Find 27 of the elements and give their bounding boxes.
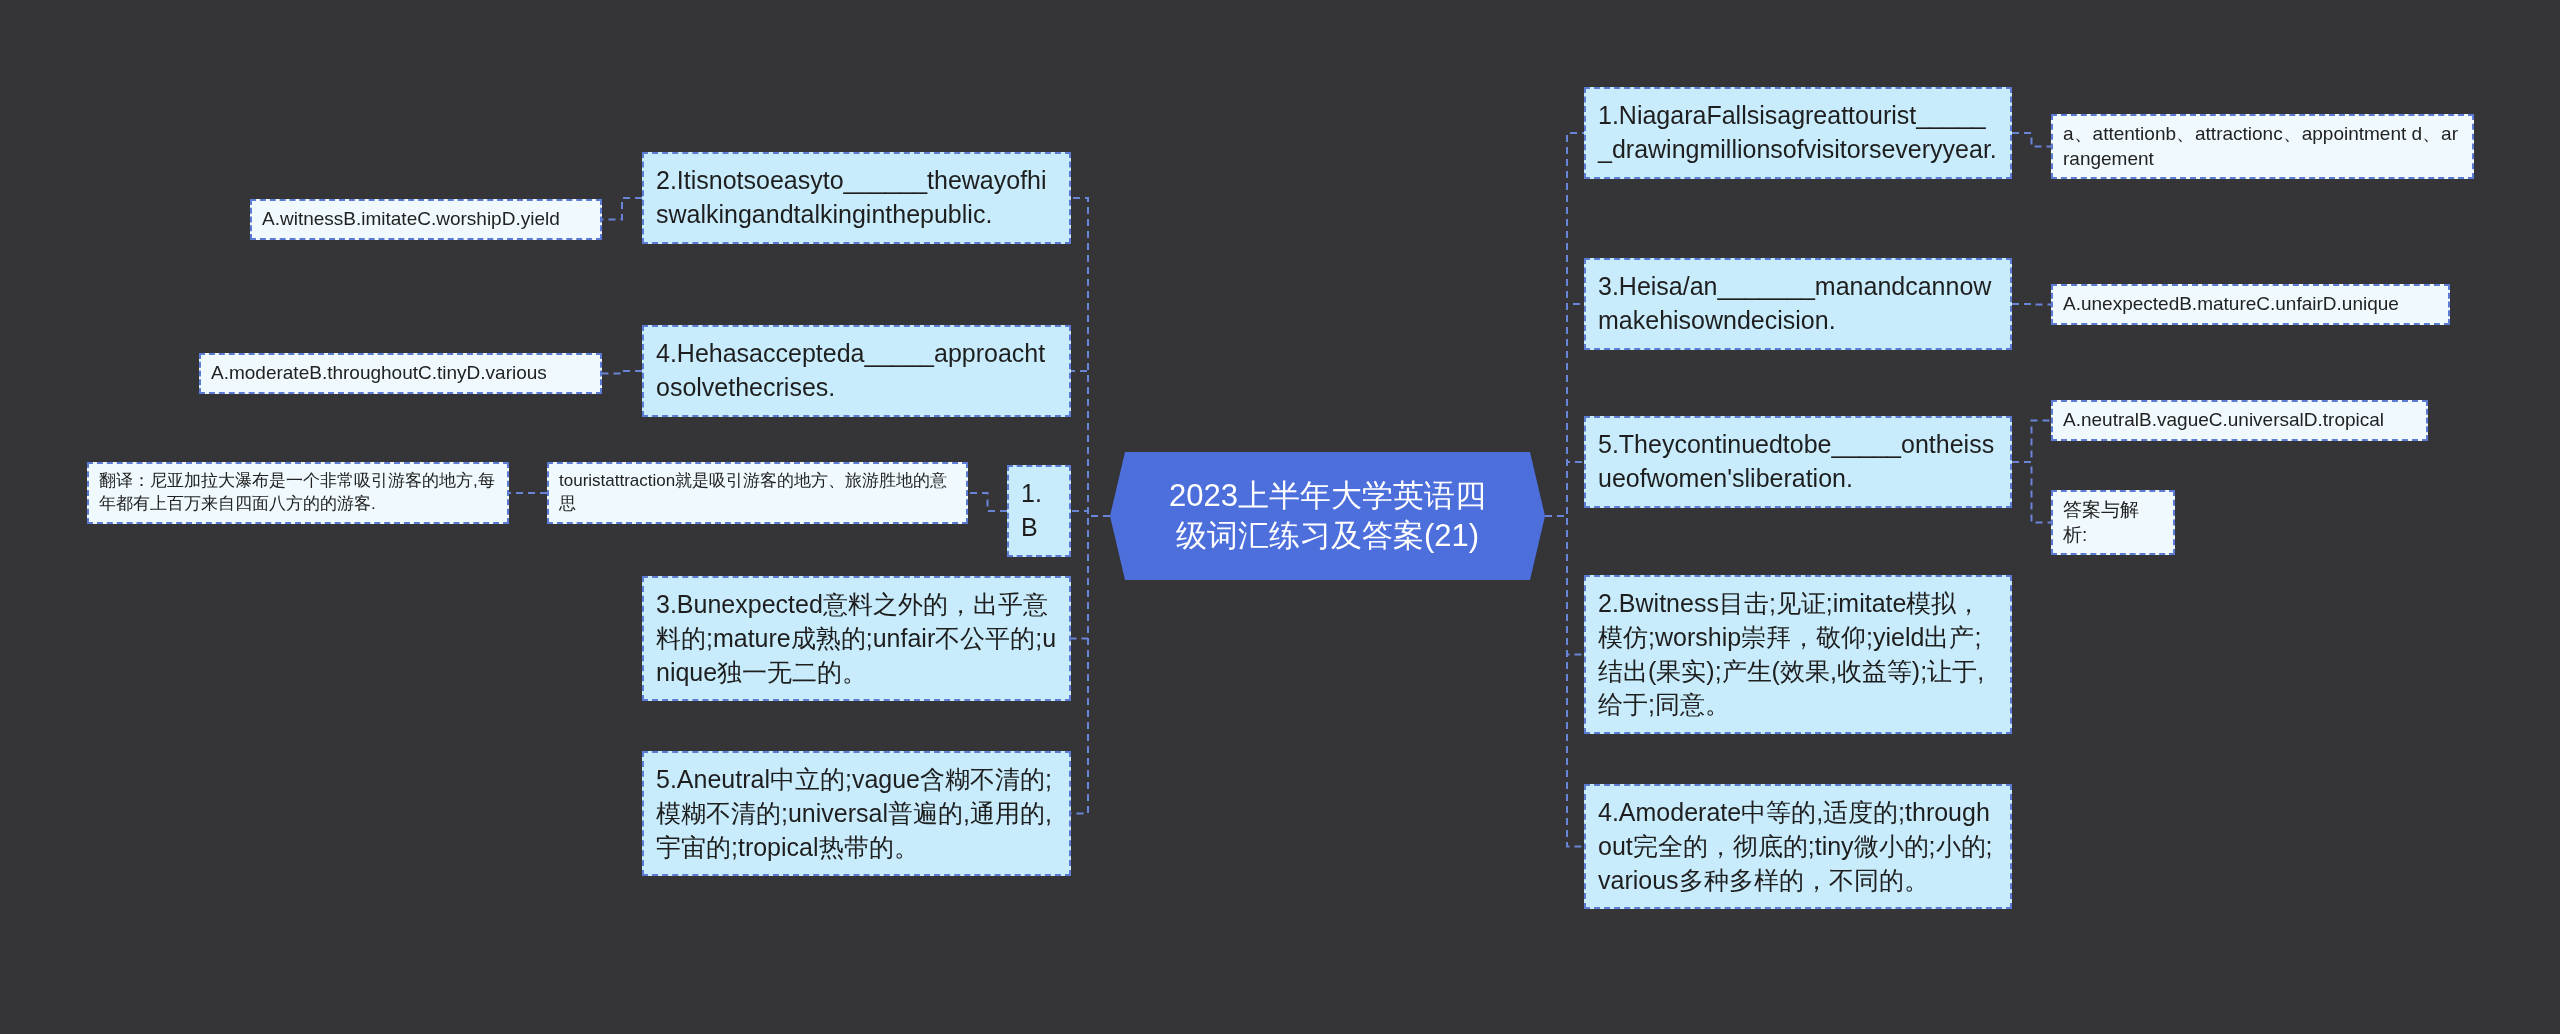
connector-line	[2011, 132, 2052, 148]
topic-box: 2.Bwitness目击;见证;imitate模拟，模仿;worship崇拜，敬仰;yield出产;结出(果实);产生(效果,收益等);让于,给于;同意。	[1584, 575, 2012, 734]
option-box: 答案与解析:	[2051, 490, 2175, 556]
topic-box: 4.Amoderate中等的,适度的;throughout完全的，彻底的;tiny微小的;小的;various多种多样的，不同的。	[1584, 784, 2012, 910]
topic-box: 5.Aneutral中立的;vague含糊不清的;模糊不清的;universal普遍的,通用的,宇宙的;tropical热带的。	[642, 751, 1071, 877]
central-topic	[1110, 452, 1545, 580]
connector-line	[508, 492, 548, 494]
note-box: 翻译：尼亚加拉大瀑布是一个非常吸引游客的地方,每年都有上百万来自四面八方的的游客.	[87, 462, 509, 524]
option-box: A.neutralB.vagueC.universalD.tropical	[2051, 400, 2428, 441]
title-text: 2023上半年大学英语四级词汇练习及答案(21)	[1168, 476, 1487, 555]
connector-line	[1544, 515, 1585, 848]
connector-line	[967, 492, 1008, 512]
option-box: a、attentionb、attractionc、appointment d、arrangement	[2051, 114, 2474, 180]
topic-box: 4.Hehasaccepteda_____approachtosolvethecrises.	[642, 325, 1071, 417]
connector-line	[601, 370, 643, 375]
option-box: A.moderateB.throughoutC.tinyD.various	[199, 353, 602, 394]
topic-box: 3.Heisa/an_______manandcannowmakehisowndecision.	[1584, 258, 2012, 350]
topic-box: 5.Theycontinuedtobe_____ontheissueofwomen'sliberation.	[1584, 416, 2012, 508]
topic-box: 1.NiagaraFallsisagreattourist______drawingmillionsofvisitorseveryyear.	[1584, 87, 2012, 179]
topic-box: 2.Itisnotsoeasyto______thewayofhiswalkingandtalkinginthepublic.	[642, 152, 1071, 244]
connector-line	[2011, 303, 2052, 306]
topic-box: 1.B	[1007, 465, 1071, 557]
connector-line	[2011, 461, 2052, 524]
option-box: A.unexpectedB.matureC.unfairD.unique	[2051, 284, 2450, 325]
topic-box: 3.Bunexpected意料之外的，出乎意料的;mature成熟的;unfair不公平的;unique独一无二的。	[642, 576, 1071, 702]
option-box: A.witnessB.imitateC.worshipD.yield	[250, 199, 602, 240]
note-box: touristattraction就是吸引游客的地方、旅游胜地的意思	[547, 462, 968, 524]
